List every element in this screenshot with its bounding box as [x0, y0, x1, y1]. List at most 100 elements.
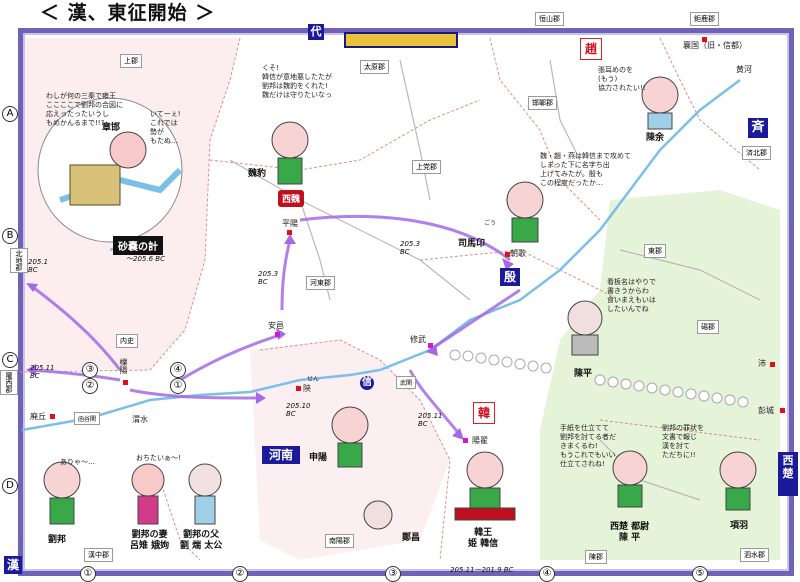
- name-zhanghan: 章邯: [102, 123, 121, 133]
- city-marker: [770, 362, 775, 367]
- route-num-1: ①: [170, 378, 186, 394]
- commandery-label: 邯鄲郡: [528, 96, 557, 110]
- city-marker: [505, 252, 510, 257]
- grid-col-5: ⑤: [692, 566, 708, 582]
- commandery-label: 河東郡: [306, 276, 335, 290]
- commandery-label: 鉅鹿郡: [690, 12, 719, 26]
- date-yangzhai: 205.11 BC: [418, 412, 443, 428]
- page-title: ＜ 漢、東征開始 ＞: [40, 2, 216, 24]
- grid-col-2: ②: [232, 566, 248, 582]
- figure-chenping2: [612, 450, 648, 508]
- city-anyi: 安邑: [268, 321, 284, 330]
- commandery-label: 漢中郡: [84, 548, 113, 562]
- city-chaoge: 朝歌: [510, 249, 526, 258]
- name-chenping: 陳平: [574, 369, 593, 379]
- city-pei: 沛: [758, 359, 766, 368]
- city-marker: [275, 332, 280, 337]
- commandery-label: 上党郡: [412, 160, 441, 174]
- commandery-label: 東郡: [644, 244, 666, 258]
- grid-col-1: ①: [80, 566, 96, 582]
- ruby-shan: せん: [307, 376, 320, 383]
- speech-chenyu: 張耳めのを (もう) 協力されたい!!: [598, 66, 646, 92]
- city-marker: [50, 414, 55, 419]
- figure-liubang: [43, 461, 81, 525]
- speech-simaang: 魏・趙・燕は韓信まで攻めて しまった下に名字ち出 上げてみたが。殷も この程度だ…: [540, 152, 631, 187]
- figure-hanxin: [454, 451, 516, 521]
- city-shan: 陝: [303, 384, 311, 393]
- date-anyi: 205.3 BC: [258, 270, 279, 286]
- city-marker: [702, 37, 707, 42]
- city-marker: [287, 230, 292, 235]
- date-shan: 205.10 BC: [286, 402, 311, 418]
- region-borders: [19, 37, 761, 561]
- city-marker: [296, 386, 301, 391]
- name-lvzhi: 劉邦の妻 呂雉 娥姁: [130, 530, 170, 551]
- grid-row-c: C: [2, 352, 18, 368]
- figure-chenyu: [641, 76, 679, 130]
- name-shenyang: 申陽: [309, 453, 328, 463]
- city-liyang: 櫟陽: [119, 358, 128, 374]
- figure-zhanghan: [109, 131, 147, 169]
- date-north: 205.1 BC: [28, 258, 49, 274]
- speech-weibao: くそ! 韓信が意地悪したたが 劉邦は魏豹をくれた! 魏だけは守りたいなっ: [262, 64, 332, 99]
- city-pengcheng: 彭城: [758, 406, 774, 415]
- character-figures: [43, 76, 757, 530]
- city-marker: [428, 343, 433, 348]
- grid-col-4: ④: [539, 566, 555, 582]
- grid-row-b: B: [2, 228, 18, 244]
- plan-date: ～205.6 BC: [126, 255, 165, 263]
- grid-row-a: A: [2, 106, 18, 122]
- commandery-label: 太原郡: [360, 60, 389, 74]
- name-zhengchang: 鄭昌: [402, 533, 421, 543]
- fortress-icon: [69, 164, 121, 206]
- city-feiqiu: 廃丘: [30, 412, 46, 421]
- date-chaoge: 205.3 BC: [400, 240, 421, 256]
- figure-zhengchang: [363, 500, 393, 530]
- figure-weibao: [271, 121, 309, 185]
- speech-xiangyu-note: 手紙を仕立てて 劉邦を討てる者だ きまくるわ! もうこれでもいい 仕立てされね!: [560, 424, 616, 468]
- kingdom-henan-label: 河南: [262, 446, 300, 464]
- kingdom-qi-label: 斉: [748, 118, 768, 138]
- city-xiangguo: 襄国（旧・信都）: [683, 41, 747, 50]
- speech-xiangyu: 劉邦の罪状を 文書で報じ 漢を討て ただちに!!: [662, 424, 704, 459]
- pass-wuguan: 武関: [396, 376, 417, 389]
- commandery-label: 上郡: [120, 54, 142, 68]
- arrow-heads: [26, 234, 514, 440]
- pass-hangu: 函谷関: [74, 412, 101, 425]
- name-xiangyu: 項羽: [730, 521, 749, 531]
- commandery-label: 隴西郡: [0, 370, 18, 395]
- route-num-2: ②: [82, 378, 98, 394]
- route-beads: [449, 349, 749, 408]
- figure-shenyang: [331, 406, 369, 468]
- name-chenyu: 陳余: [646, 133, 665, 143]
- commandery-label: 済北郡: [742, 146, 771, 160]
- ruby-ma: ごう: [484, 220, 497, 227]
- river-huanghe: 黄河: [736, 65, 752, 74]
- commandery-label: 碭郡: [697, 320, 719, 334]
- commandery-label: 恒山郡: [535, 12, 564, 26]
- kingdom-westchu-label: 西楚: [778, 452, 798, 496]
- name-simaang: 司馬卬: [458, 239, 486, 249]
- speech-chenping: 看板名はやりで 書きうからわ 食いまえもいは したいんでね: [607, 278, 656, 313]
- figure-simaang: [506, 181, 544, 243]
- name-weibao: 魏豹: [248, 169, 267, 179]
- name-chenping2: 西楚 都尉 陳 平: [610, 522, 650, 543]
- kingdom-wei-label: 西魏: [278, 190, 305, 207]
- kingdom-dai-label: 代: [308, 24, 324, 40]
- kingdom-han-label: 漢: [4, 556, 22, 574]
- city-marker: [780, 408, 785, 413]
- grid-col-3: ③: [385, 566, 401, 582]
- speech-liubang: ありゃ～…: [60, 458, 95, 466]
- commandery-label: 泗水郡: [740, 548, 769, 562]
- kingdom-xin-label: 信: [360, 376, 374, 390]
- name-taigong: 劉邦の父 劉 煓 太公: [180, 530, 223, 551]
- city-marker: [463, 438, 468, 443]
- route-num-4: ④: [170, 362, 186, 378]
- figure-lvzhi: [131, 463, 165, 525]
- date-west: 205.11 BC: [30, 364, 55, 380]
- city-marker: [123, 380, 128, 385]
- kingdom-yin-label: 殷: [500, 268, 520, 286]
- commandery-label: 北地郡: [10, 248, 28, 273]
- figure-taigong: [188, 463, 222, 525]
